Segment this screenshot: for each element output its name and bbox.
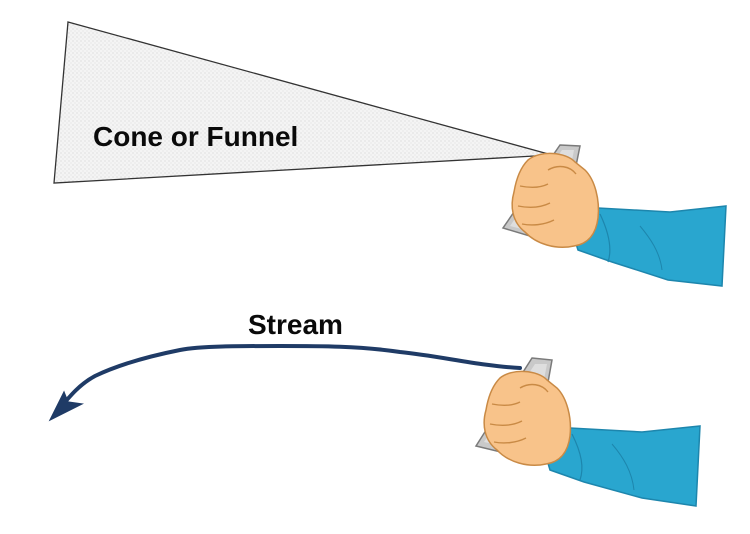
sleeve-icon	[567, 205, 727, 287]
cone-funnel-shape	[53, 21, 553, 184]
stream-line	[58, 344, 522, 410]
hand-icon	[511, 152, 600, 248]
hand-icon	[483, 370, 572, 466]
cone-label: Cone or Funnel	[93, 121, 298, 152]
stream-spray-group: Stream	[48, 309, 701, 507]
stream-arrowhead	[48, 390, 84, 422]
sleeve-icon	[539, 425, 701, 507]
cone-spray-group: Cone or Funnel	[53, 21, 727, 287]
stream-label: Stream	[248, 309, 343, 340]
